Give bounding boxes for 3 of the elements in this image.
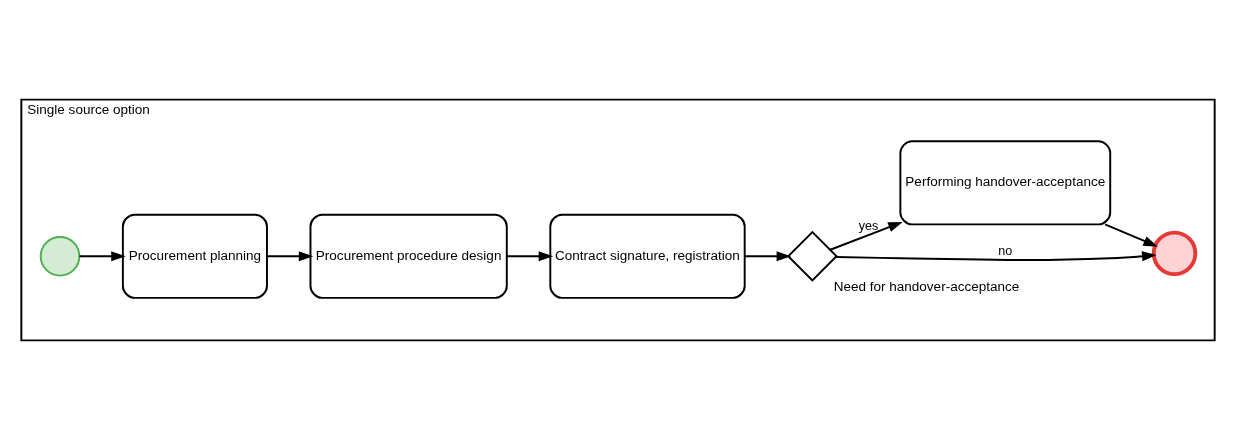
- node-label: Need for handover-acceptance: [833, 278, 1020, 294]
- edge-label: yes: [858, 218, 879, 233]
- edge-label: no: [998, 243, 1013, 258]
